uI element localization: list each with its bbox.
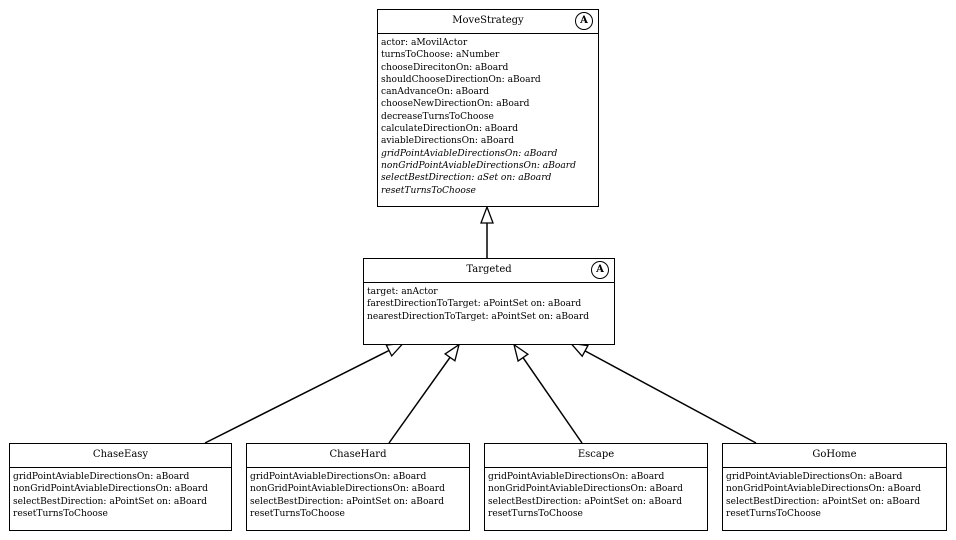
class-header: Targeted A: [364, 259, 614, 283]
edge-gohome-to-targeted: [584, 350, 757, 444]
abstract-class-icon: A: [591, 261, 609, 279]
class-header: MoveStrategy A: [378, 10, 598, 34]
method-row: selectBestDirection: aSet on: aBoard: [381, 173, 552, 184]
class-name: ChaseEasy: [92, 449, 149, 460]
method-row: farestDirectionToTarget: aPointSet on: a…: [367, 299, 582, 310]
class-chasehard: ChaseHard gridPointAviableDirectionsOn: …: [246, 443, 470, 531]
method-row: resetTurnsToChoose: [726, 508, 821, 519]
method-row: gridPointAviableDirectionsOn: aBoard: [250, 472, 427, 482]
method-list: gridPointAviableDirectionsOn: aBoard nonG…: [247, 468, 469, 522]
method-list: gridPointAviableDirectionsOn: aBoard nonG…: [10, 468, 231, 522]
class-name: GoHome: [812, 449, 857, 460]
edge-escape-to-targeted: [522, 357, 583, 444]
class-name: Targeted: [466, 264, 512, 275]
method-row: aviableDirectionsOn: aBoard: [381, 136, 515, 147]
method-row: canAdvanceOn: aBoard: [381, 87, 490, 98]
method-row: selectBestDirection: aPointSet on: aBoar…: [250, 496, 445, 507]
method-row: actor: aMovilActor: [381, 38, 468, 48]
method-row: shouldChooseDirectionOn: aBoard: [381, 74, 541, 85]
method-list: actor: aMovilActor turnsToChoose: aNumber…: [378, 34, 598, 199]
method-row: chooseNewDirectionOn: aBoard: [381, 99, 530, 110]
method-row: nonGridPointAviableDirectionsOn: aBoard: [13, 484, 208, 495]
class-header: ChaseHard: [247, 444, 469, 468]
method-row: nonGridPointAviableDirectionsOn: aBoard: [488, 484, 683, 495]
method-list: gridPointAviableDirectionsOn: aBoard nonG…: [485, 468, 707, 522]
method-row: chooseDirecitonOn: aBoard: [381, 62, 509, 73]
method-row: decreaseTurnsToChoose: [381, 111, 494, 122]
method-row: selectBestDirection: aPointSet on: aBoar…: [726, 496, 921, 507]
class-name: MoveStrategy: [452, 15, 524, 26]
method-row: gridPointAviableDirectionsOn: aBoard: [726, 472, 903, 482]
inheritance-arrowhead: [512, 343, 530, 363]
method-row: gridPointAviableDirectionsOn: aBoard: [13, 472, 190, 482]
class-name: Escape: [577, 449, 615, 460]
class-name: ChaseHard: [329, 449, 387, 460]
method-row: resetTurnsToChoose: [381, 185, 476, 196]
method-row: resetTurnsToChoose: [250, 508, 345, 519]
abstract-class-icon: A: [575, 12, 593, 30]
method-row: turnsToChoose: aNumber: [381, 50, 500, 61]
method-row: selectBestDirection: aPointSet on: aBoar…: [13, 496, 208, 507]
method-row: resetTurnsToChoose: [488, 508, 583, 519]
method-row: nonGridPointAviableDirectionsOn: aBoard: [250, 484, 445, 495]
inheritance-arrowhead: [569, 342, 589, 358]
edge-chaseeasy-to-targeted: [204, 349, 390, 444]
inheritance-arrowhead: [480, 205, 494, 224]
class-gohome: GoHome gridPointAviableDirectionsOn: aBo…: [722, 443, 947, 531]
inheritance-arrowhead: [443, 343, 461, 362]
method-row: gridPointAviableDirectionsOn: aBoard: [381, 148, 558, 159]
method-row: resetTurnsToChoose: [13, 508, 108, 519]
method-row: nonGridPointAviableDirectionsOn: aBoard: [381, 160, 576, 171]
class-header: Escape: [485, 444, 707, 468]
class-targeted: Targeted A target: anActor farestDirectio…: [363, 258, 615, 345]
method-list: gridPointAviableDirectionsOn: aBoard nonG…: [723, 468, 946, 522]
class-header: ChaseEasy: [10, 444, 231, 468]
edge-chasehard-to-targeted: [388, 356, 451, 444]
class-escape: Escape gridPointAviableDirectionsOn: aBo…: [484, 443, 708, 531]
class-chaseeasy: ChaseEasy gridPointAviableDirectionsOn: …: [9, 443, 232, 531]
method-row: nonGridPointAviableDirectionsOn: aBoard: [726, 484, 921, 495]
class-header: GoHome: [723, 444, 946, 468]
method-list: target: anActor farestDirectionToTarget: …: [364, 283, 614, 325]
method-row: target: anActor: [367, 287, 438, 297]
method-row: selectBestDirection: aPointSet on: aBoar…: [488, 496, 683, 507]
method-row: gridPointAviableDirectionsOn: aBoard: [488, 472, 665, 482]
method-row: calculateDirectionOn: aBoard: [381, 124, 519, 135]
class-movestrategy: MoveStrategy A actor: aMovilActor turnsTo…: [377, 9, 599, 207]
method-row: nearestDirectionToTarget: aPointSet on: …: [367, 311, 590, 322]
inheritance-arrowhead: [385, 342, 405, 358]
